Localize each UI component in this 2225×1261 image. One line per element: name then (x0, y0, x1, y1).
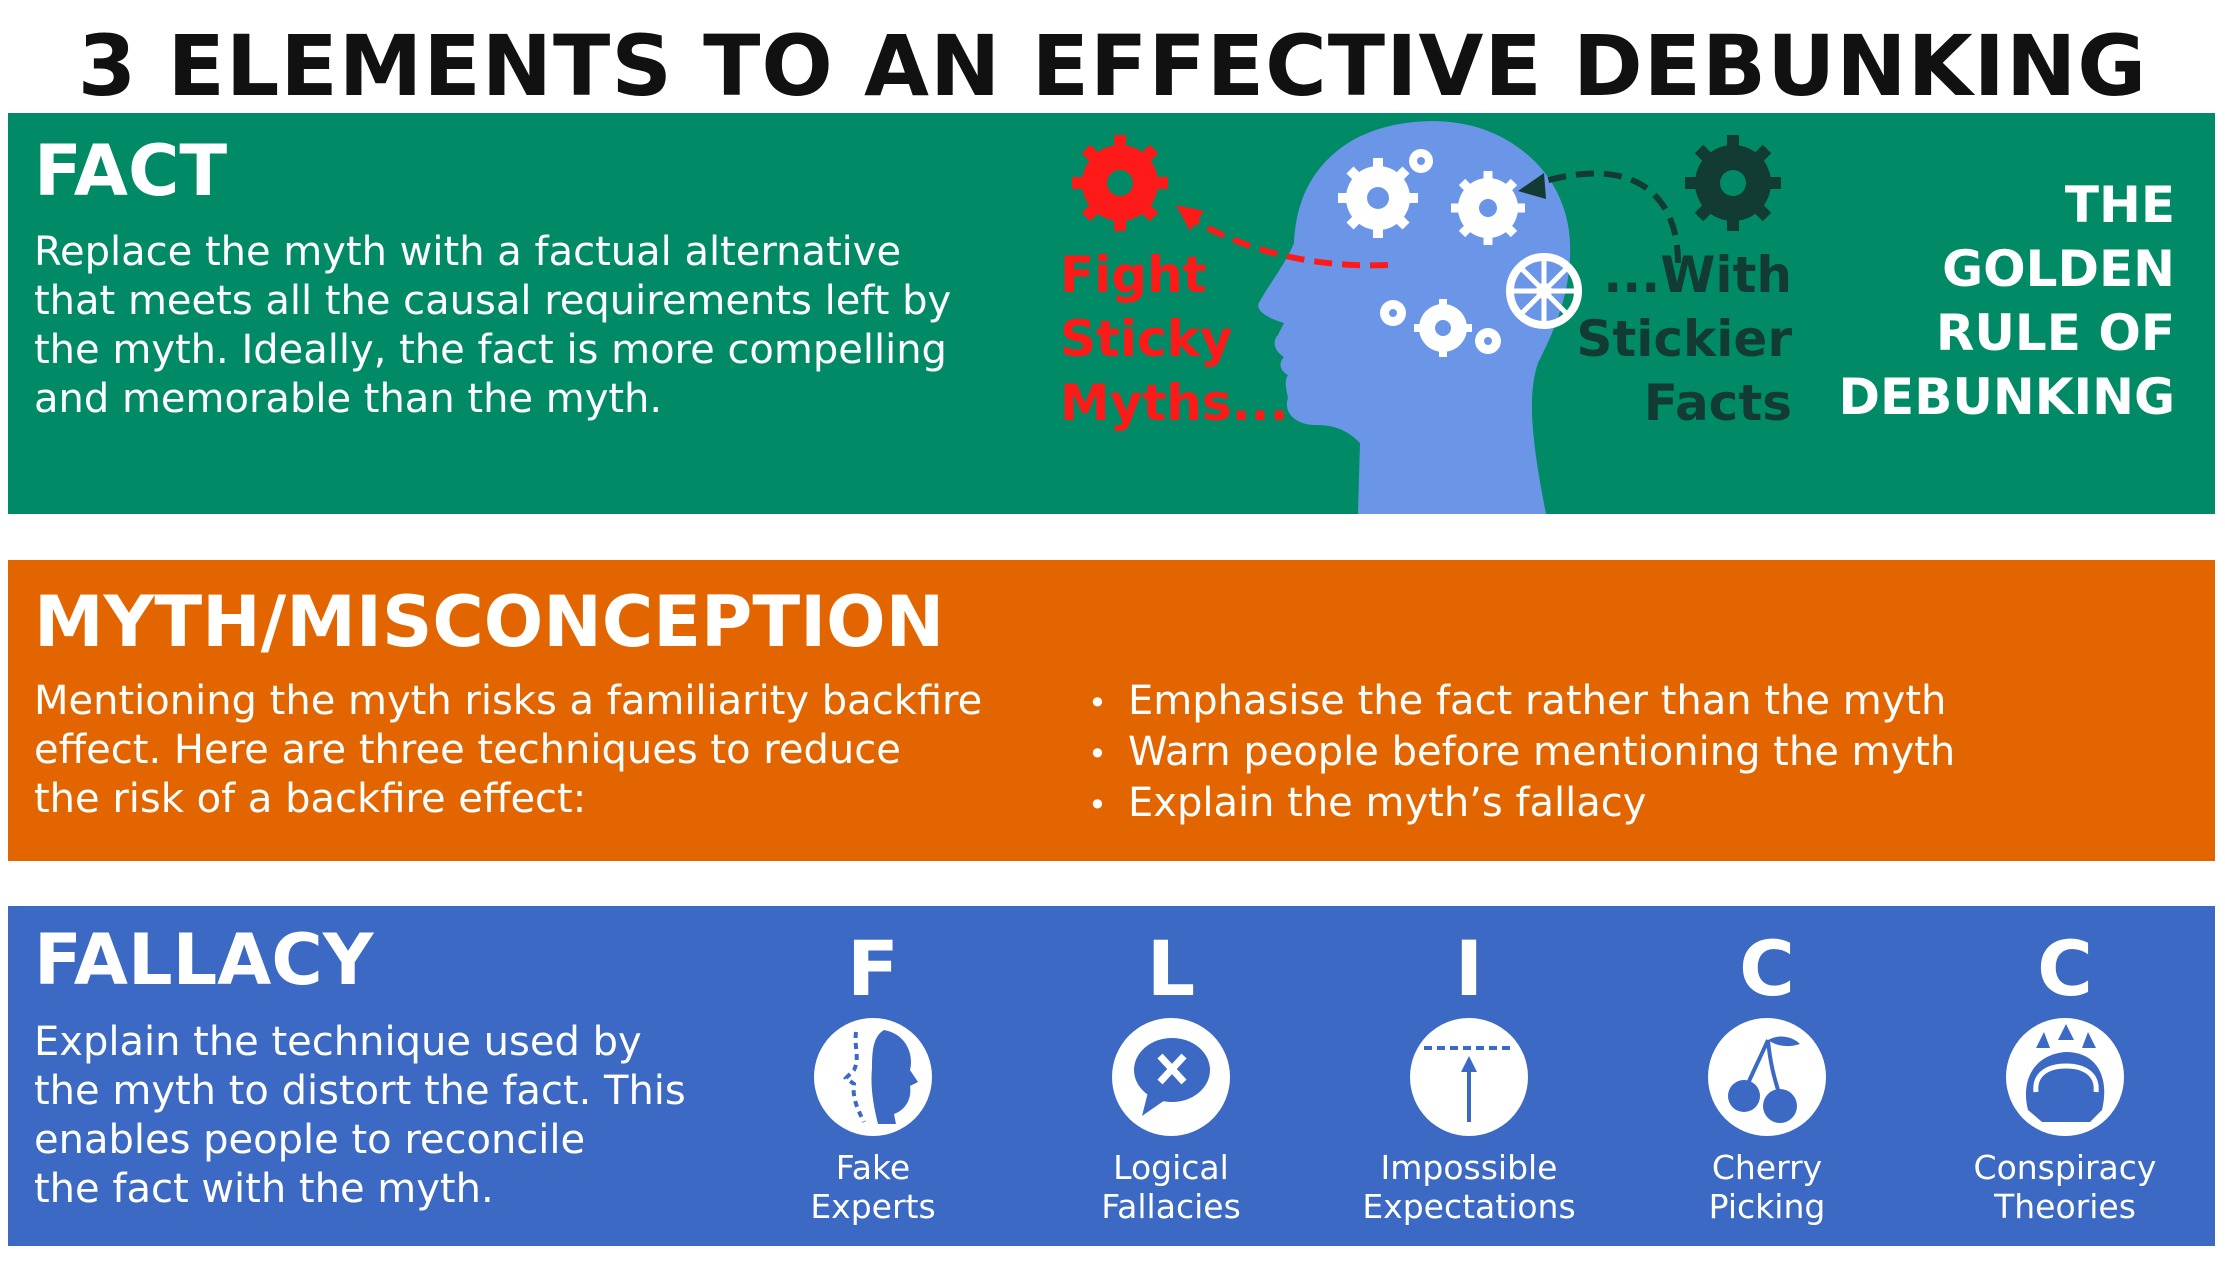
myth-heading: MYTH/MISCONCEPTION (34, 581, 945, 663)
fallacy-description: Explain the technique used by the myth t… (34, 1018, 714, 1214)
myth-description: Mentioning the myth risks a familiarity … (34, 677, 994, 824)
fact-description-line: the myth. Ideally, the fact is more comp… (34, 327, 947, 373)
flicc-label: Fake Experts (810, 1148, 936, 1226)
flicc-letter: F (847, 924, 899, 1013)
gear-icon (1409, 149, 1433, 173)
myth-techniques-list: •Emphasise the fact rather than the myth… (1088, 677, 1955, 830)
red-arrowhead (1176, 205, 1204, 231)
list-item: •Emphasise the fact rather than the myth (1088, 677, 1955, 728)
flicc-letter: C (1739, 924, 1795, 1013)
stickier-facts-text: ...With Stickier Facts (1576, 246, 1792, 432)
impossible-expectations-icon (1410, 1018, 1528, 1136)
red-gear-icon (1072, 135, 1168, 231)
list-item: •Explain the myth’s fallacy (1088, 779, 1955, 830)
cherry-picking-icon (1708, 1018, 1826, 1136)
fallacy-heading: FALLACY (34, 919, 374, 1001)
flicc-label: Impossible Expectations (1362, 1148, 1576, 1226)
fact-description-line: that meets all the causal requirements l… (34, 278, 952, 324)
myth-description-line: Mentioning the myth risks a familiarity … (34, 678, 983, 724)
fact-description: Replace the myth with a factual alternat… (34, 228, 994, 424)
fact-heading: FACT (34, 130, 228, 212)
gear-icon (1506, 253, 1582, 329)
flicc-label: Cherry Picking (1708, 1148, 1826, 1226)
fallacy-description-line: the myth to distort the fact. This (34, 1068, 686, 1114)
head-gears-illustration (1072, 121, 1781, 514)
bullet-icon: • (1088, 735, 1107, 773)
bullet-icon: • (1088, 786, 1107, 824)
gear-icon (1338, 158, 1418, 238)
bullet-icon: • (1088, 684, 1107, 722)
dark-gear-icon (1685, 135, 1781, 231)
logical-fallacies-icon (1112, 1018, 1230, 1136)
gear-icon (1451, 171, 1525, 245)
flicc-letter: I (1454, 924, 1484, 1013)
dark-dashed-arrow (1537, 170, 1681, 264)
list-item: •Warn people before mentioning the myth (1088, 728, 1955, 779)
fact-description-line: Replace the myth with a factual alternat… (34, 229, 902, 275)
myth-section: MYTH/MISCONCEPTION Mentioning the myth r… (8, 560, 2215, 861)
fight-sticky-myths-text: Fight Sticky Myths... (1060, 246, 1289, 432)
flicc-label: Conspiracy Theories (1973, 1148, 2157, 1226)
fact-description-line: and memorable than the myth. (34, 376, 663, 422)
gear-icon (1380, 299, 1501, 357)
fallacy-description-line: enables people to reconcile (34, 1117, 586, 1163)
flicc-label: Logical Fallacies (1101, 1148, 1241, 1226)
dark-arrowhead (1518, 173, 1546, 199)
myth-description-line: the risk of a backfire effect: (34, 776, 587, 822)
red-dashed-arrow (1188, 215, 1389, 269)
myth-description-line: effect. Here are three techniques to red… (34, 727, 901, 773)
fallacy-description-line: the fact with the myth. (34, 1166, 494, 1212)
page-title: 3 ELEMENTS TO AN EFFECTIVE DEBUNKING (77, 17, 2148, 115)
fake-experts-icon (814, 1018, 932, 1136)
fallacy-description-line: Explain the technique used by (34, 1019, 642, 1065)
flicc-letter: C (2037, 924, 2093, 1013)
golden-rule-text: THE GOLDEN RULE OF DEBUNKING (1838, 176, 2175, 426)
fact-section: FACT Replace the myth with a factual alt… (8, 113, 2215, 514)
fallacy-section: FALLACY Explain the technique used by th… (8, 906, 2215, 1246)
conspiracy-theories-icon (2006, 1018, 2124, 1136)
flicc-letter: L (1146, 924, 1196, 1013)
